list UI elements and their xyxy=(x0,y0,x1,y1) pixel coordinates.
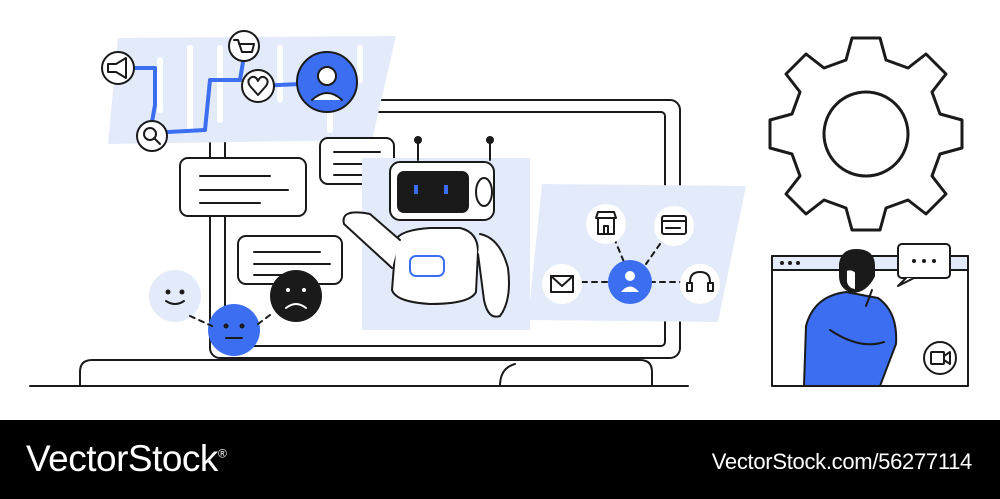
registered-mark: ® xyxy=(217,446,227,461)
megaphone-icon xyxy=(101,51,135,85)
brand-text: VectorStock xyxy=(26,438,218,479)
search-icon xyxy=(136,120,168,152)
neutral-face xyxy=(208,304,260,356)
user-avatar xyxy=(296,51,358,113)
smile-face xyxy=(149,270,201,322)
illustration-svg xyxy=(29,30,969,387)
mail-icon xyxy=(542,264,582,304)
chat-bubble xyxy=(179,157,307,217)
robot xyxy=(342,136,510,318)
thinking-man xyxy=(803,249,898,387)
store-icon xyxy=(586,204,626,244)
person-icon xyxy=(608,260,652,304)
image-id: VectorStock.com/56277114 xyxy=(711,449,973,474)
cart-icon xyxy=(228,30,260,62)
illustration xyxy=(29,30,969,387)
video-camera-icon xyxy=(923,341,957,375)
gear-icon xyxy=(768,36,964,232)
sad-face xyxy=(270,270,322,322)
browser-icon xyxy=(654,206,694,246)
watermark-bar: VectorStock® VectorStock.com/56277114 xyxy=(0,420,1000,499)
speech-bubble xyxy=(897,243,951,287)
headset-icon xyxy=(680,264,720,304)
brand-name: VectorStock® xyxy=(26,438,227,480)
heart-icon xyxy=(241,69,275,103)
